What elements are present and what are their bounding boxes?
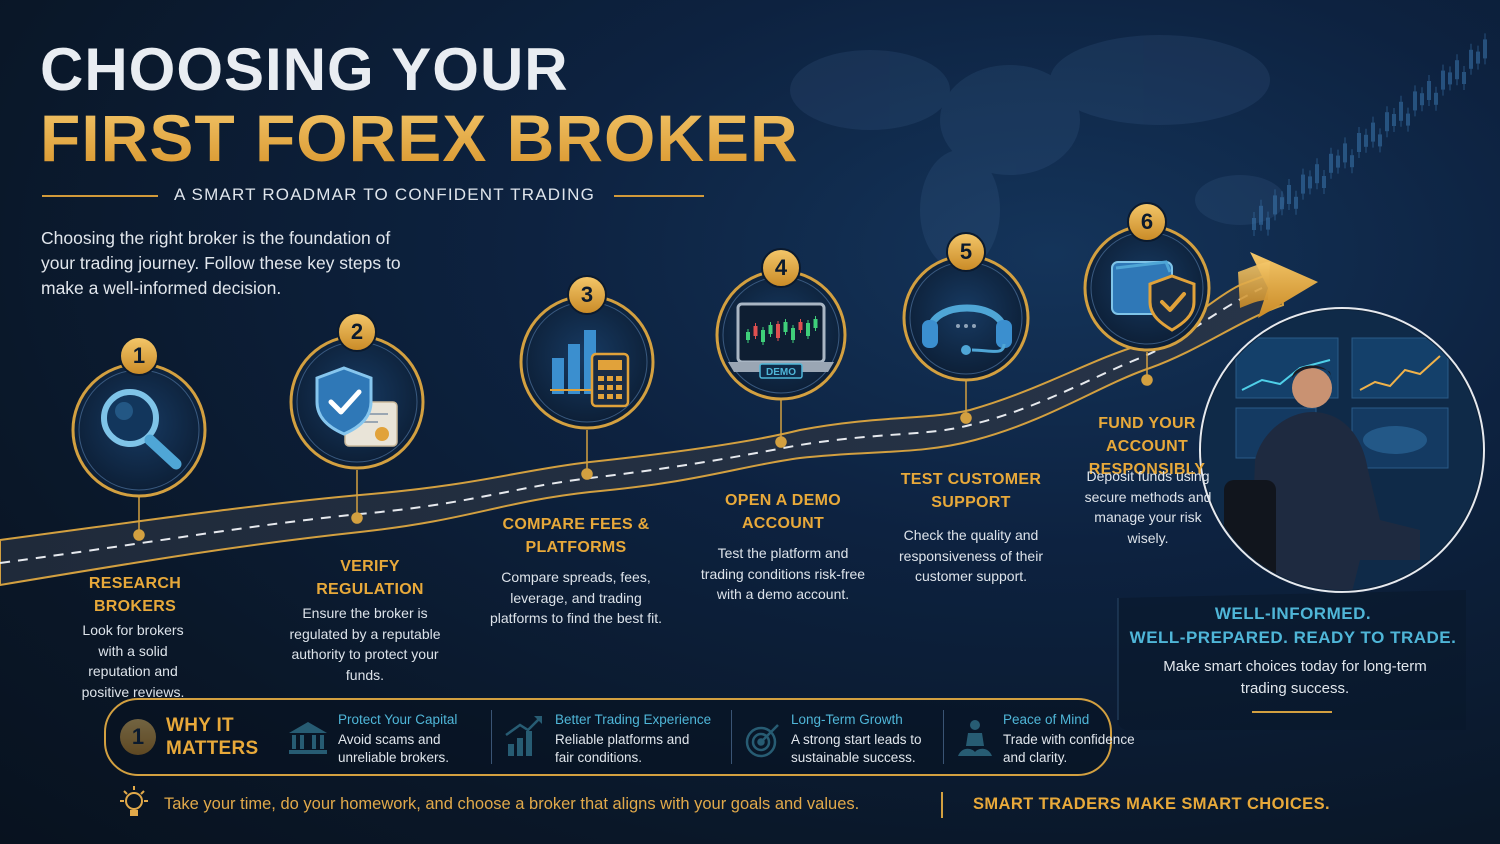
step-5-circle: [902, 254, 1030, 382]
step-1-title: RESEARCH BROKERS: [88, 575, 182, 615]
why-item-4-heading: Peace of Mind: [1003, 712, 1090, 727]
candlestick-background: [1252, 33, 1487, 236]
step-2-desc: Ensure the broker is regulated by a repu…: [289, 605, 441, 683]
step-3-number: 3: [580, 282, 594, 307]
step-5-title: TEST CUSTOMER SUPPORT: [900, 471, 1042, 511]
step-4-number: 4: [774, 255, 788, 280]
trader-illustration: [1199, 307, 1485, 593]
shield-certificate-icon: [315, 366, 398, 447]
step-6-desc: Deposit funds using secure methods and m…: [1084, 468, 1212, 546]
why-item-3-heading: Long-Term Growth: [791, 712, 903, 727]
why-item-2-text: Reliable platforms and fair conditions.: [555, 732, 690, 765]
tagline-box: [1118, 590, 1466, 730]
title-line-2: FIRST FOREX BROKER: [40, 101, 799, 175]
step-5-badge: [946, 232, 986, 272]
step-2-number: 2: [350, 319, 364, 344]
why-it-matters-panel: [104, 698, 1112, 776]
magnifier-icon: [101, 389, 182, 470]
roadmap-road: [0, 268, 1285, 587]
why-item-4-text: Trade with confidence and clarity.: [1003, 732, 1135, 765]
road-center-line: [0, 287, 1263, 564]
subtitle: A SMART ROADMAR TO CONFIDENT TRADING: [174, 185, 596, 204]
laptop-demo-icon: [728, 302, 834, 379]
why-item-1-heading: Protect Your Capital: [338, 712, 458, 727]
step-4-badge: [761, 248, 801, 288]
step-6-title: FUND YOUR ACCOUNT RESPONSIBLY: [1088, 415, 1206, 478]
tagline-desc: Make smart choices today for long-term t…: [1163, 658, 1427, 697]
chart-calculator-icon: [550, 330, 630, 408]
why-divider: [491, 710, 492, 764]
step-5-number: 5: [959, 239, 973, 264]
step-connectors: [133, 352, 1153, 541]
tagline-line-1: WELL-INFORMED.: [1214, 604, 1372, 623]
laptop-demo-label: DEMO: [766, 367, 796, 378]
why-divider: [731, 710, 732, 764]
step-1-desc: Look for brokers with a solid reputation…: [81, 622, 185, 700]
step-6-badge: [1127, 202, 1167, 242]
world-map-background: [790, 35, 1285, 270]
step-1-number: 1: [132, 343, 146, 368]
step-3-title: COMPARE FEES & PLATFORMS: [502, 516, 650, 556]
subtitle-rule-left: [42, 195, 158, 197]
step-4-title: OPEN A DEMO ACCOUNT: [725, 492, 841, 532]
why-item-3-text: A strong start leads to sustainable succ…: [791, 732, 922, 765]
title-line-1: CHOOSING YOUR: [40, 36, 569, 103]
tagline: WELL-INFORMED. WELL-PREPARED. READY TO T…: [1118, 602, 1468, 650]
footer-divider: [941, 792, 943, 818]
step-6-number: 6: [1140, 209, 1154, 234]
step-5-desc: Check the quality and responsiveness of …: [899, 527, 1043, 584]
why-item-2-heading: Better Trading Experience: [555, 712, 712, 727]
why-divider: [943, 710, 944, 764]
subtitle-rule-right: [614, 195, 704, 197]
step-4-desc: Test the platform and trading conditions…: [700, 545, 866, 602]
why-badge-number: 1: [131, 724, 145, 749]
footer-slogan: SMART TRADERS MAKE SMART CHOICES.: [973, 795, 1330, 813]
step-3-desc: Compare spreads, fees, leverage, and tra…: [490, 569, 662, 626]
step-2-title: VERIFY REGULATION: [316, 558, 424, 598]
step-1-badge: [119, 336, 159, 376]
why-title: WHY IT MATTERS: [166, 715, 259, 759]
intro-text: Choosing the right broker is the foundat…: [41, 228, 401, 298]
step-3-badge: [567, 275, 607, 315]
footer-tip: Take your time, do your homework, and ch…: [164, 795, 860, 813]
wallet-shield-icon: [1111, 260, 1196, 332]
step-2-badge: [337, 312, 377, 352]
lightbulb-icon: [120, 786, 148, 816]
headset-icon: [922, 304, 1012, 355]
tagline-line-2: WELL-PREPARED. READY TO TRADE.: [1129, 628, 1457, 647]
why-item-1-text: Avoid scams and unreliable brokers.: [338, 732, 450, 765]
